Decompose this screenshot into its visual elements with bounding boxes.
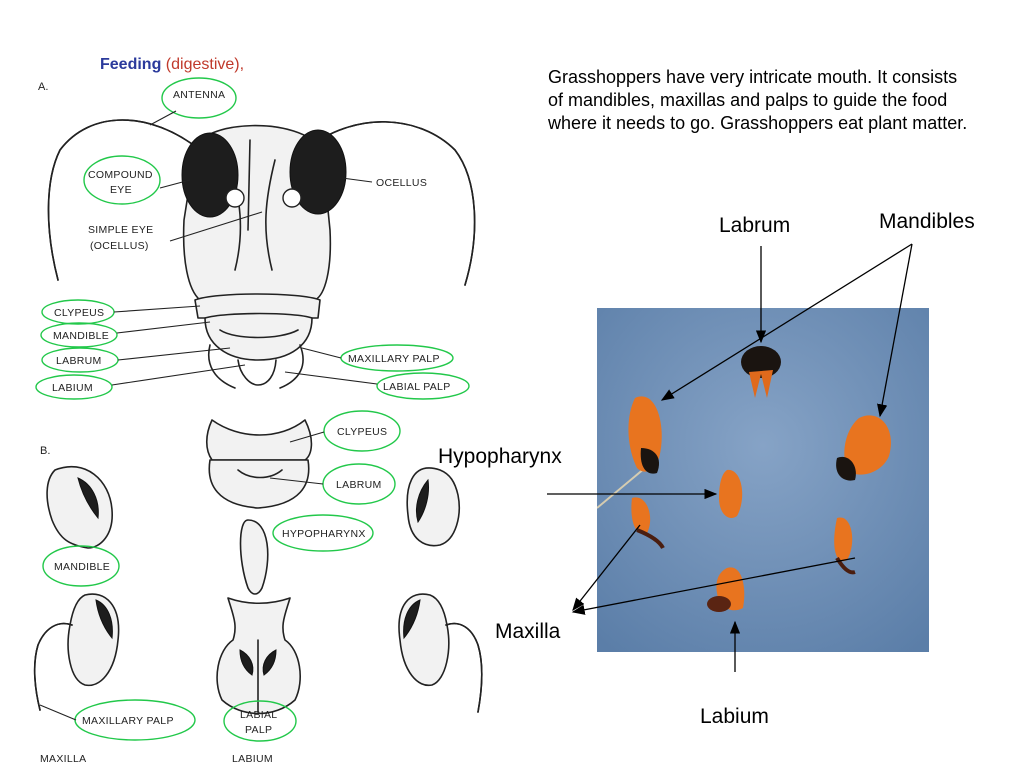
section-a-letter: A. (38, 81, 48, 93)
label-b-maxillary-palp: MAXILLARY PALP (82, 715, 174, 727)
description-paragraph: Grasshoppers have very intricate mouth. … (548, 67, 968, 133)
head-drawing (47, 119, 476, 389)
oval-compound-eye (83, 155, 161, 205)
specimen-labium (707, 567, 745, 612)
title-sub: (digestive), (165, 56, 245, 73)
label-antenna: ANTENNA (173, 89, 225, 101)
oval-b-labial-palp (223, 700, 297, 742)
label-mandible: MANDIBLE (53, 330, 109, 342)
title-main: Feeding (100, 56, 162, 73)
label-maxillary-palp: MAXILLARY PALP (348, 353, 440, 365)
label-simple-eye-1: SIMPLE EYE (88, 224, 153, 236)
specimen-mandible-right (836, 415, 891, 481)
label-compound-eye-2: EYE (110, 184, 132, 196)
label-labrum: LABRUM (56, 355, 102, 367)
photo-label-mandibles: Mandibles (879, 210, 975, 233)
arrow-mandible-right (877, 243, 913, 418)
label-labial-palp: LABIAL PALP (383, 381, 451, 393)
specimen-mandible-left (628, 396, 662, 474)
arrow-mandible-left (660, 243, 913, 401)
label-b-labrum: LABRUM (336, 479, 382, 491)
oval-mandible (40, 322, 118, 348)
oval-b-clypeus (323, 410, 401, 452)
specimen-maxilla-right (834, 517, 856, 575)
slide-title: Feeding (digestive), (100, 56, 244, 74)
label-compound-eye-1: COMPOUND (88, 169, 153, 181)
label-clypeus: CLYPEUS (54, 307, 104, 319)
specimen-photo (597, 308, 929, 652)
photo-label-labium: Labium (700, 705, 769, 728)
dissected-parts-drawing (33, 419, 483, 715)
oval-antenna (161, 77, 237, 119)
label-b-labial-palp-1: LABIAL (240, 709, 277, 721)
photo-label-maxilla: Maxilla (495, 620, 561, 643)
photo-label-labrum: Labrum (719, 214, 791, 237)
label-b-hypopharynx: HYPOPHARYNX (282, 528, 366, 540)
section-b-letter: B. (40, 445, 50, 457)
label-b-labial-palp-2: PALP (245, 724, 272, 736)
specimen-labrum (741, 346, 781, 398)
label-ocellus: OCELLUS (376, 177, 427, 189)
label-b-labium: LABIUM (232, 753, 273, 765)
oval-b-hypopharynx (272, 514, 374, 552)
mouthparts-diagram: A. B. ANTENNA COMPOUND EYE SIMPLE EYE (O… (33, 77, 483, 765)
label-b-mandible: MANDIBLE (54, 561, 110, 573)
specimen-maxilla-left (631, 497, 665, 550)
oval-labium (35, 374, 113, 400)
label-simple-eye-2: (OCELLUS) (90, 240, 149, 252)
oval-labial-palp (376, 372, 470, 400)
label-labium: LABIUM (52, 382, 93, 394)
oval-b-mandible (42, 545, 120, 587)
label-b-clypeus: CLYPEUS (337, 426, 387, 438)
label-b-maxilla: MAXILLA (40, 753, 86, 765)
arrow-maxilla-left (572, 524, 641, 612)
specimen-hypopharynx (719, 469, 743, 518)
arrow-maxilla-right (571, 557, 856, 615)
photo-label-hypopharynx: Hypopharynx (438, 445, 562, 468)
